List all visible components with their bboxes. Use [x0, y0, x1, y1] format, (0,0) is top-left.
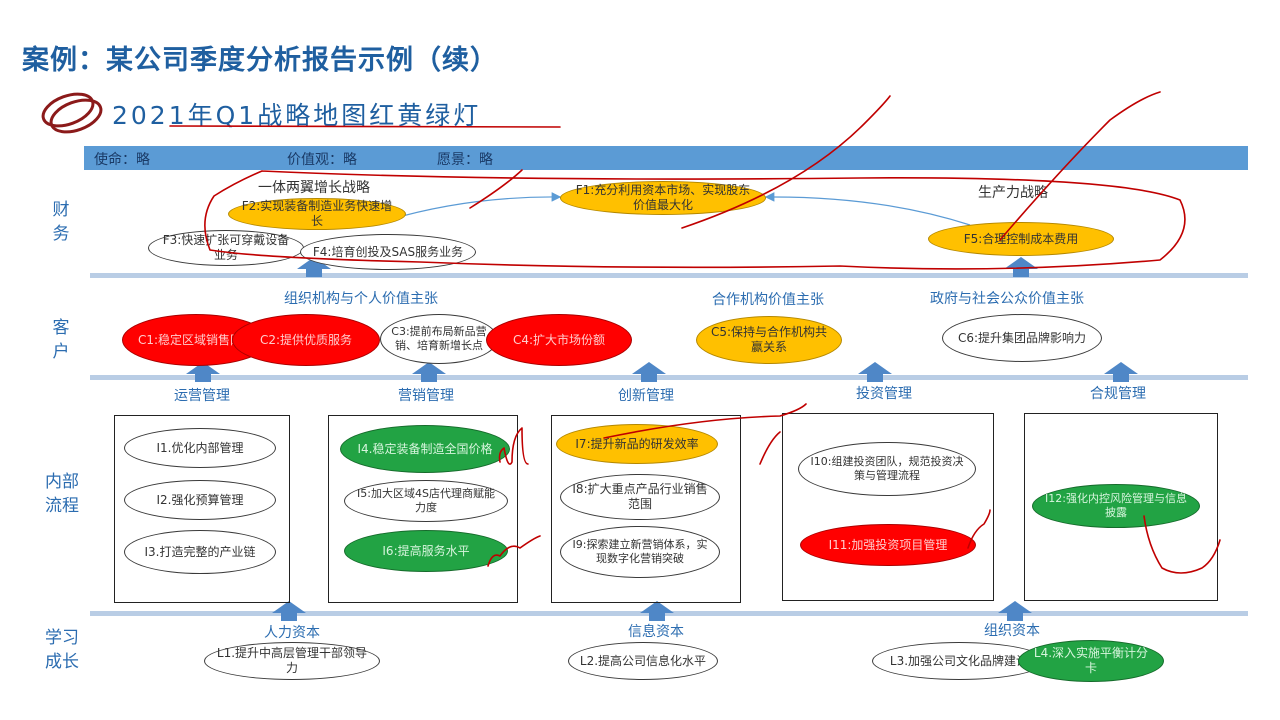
divider-customer — [90, 375, 1248, 380]
customer-heading-partner: 合作机构价值主张 — [712, 292, 824, 308]
up-arrow-icon — [272, 601, 306, 621]
up-arrow-icon — [186, 362, 220, 382]
learning-heading-org: 组织资本 — [984, 623, 1040, 639]
divider-internal — [90, 611, 1248, 616]
objective-i9[interactable]: I9:探索建立新营销体系，实现数字化营销突破 — [560, 526, 720, 578]
objective-c3[interactable]: C3:提前布局新品营销、培育新增长点 — [380, 314, 498, 364]
objective-i6[interactable]: I6:提高服务水平 — [344, 530, 508, 572]
objective-c5[interactable]: C5:保持与合作机构共赢关系 — [696, 316, 842, 364]
values-label: 价值观：略 — [287, 152, 357, 168]
objective-i2[interactable]: I2.强化预算管理 — [124, 480, 276, 520]
customer-heading-public: 政府与社会公众价值主张 — [930, 291, 1084, 307]
objective-i8[interactable]: I8:扩大重点产品行业销售范围 — [560, 474, 720, 520]
coin-logo-icon — [41, 92, 103, 134]
objective-f3[interactable]: F3:快速扩张可穿戴设备业务 — [148, 230, 304, 266]
ops-group-box — [114, 415, 290, 603]
internal-heading-compliance: 合规管理 — [1090, 386, 1146, 402]
objective-f2[interactable]: F2:实现装备制造业务快速增长 — [228, 198, 406, 230]
row-label-finance: 财 务 — [52, 200, 70, 244]
row-label-internal: 内部 流程 — [45, 472, 79, 516]
objective-i10[interactable]: I10:组建投资团队，规范投资决策与管理流程 — [798, 442, 976, 496]
divider-finance — [90, 273, 1248, 278]
internal-heading-ops: 运营管理 — [174, 388, 230, 404]
objective-c6[interactable]: C6:提升集团品牌影响力 — [942, 314, 1102, 362]
objective-i4[interactable]: I4.稳定装备制造全国价格 — [340, 425, 510, 473]
objective-i11[interactable]: I11:加强投资项目管理 — [800, 524, 976, 566]
vision-label: 愿景：略 — [437, 152, 493, 168]
up-arrow-icon — [858, 362, 892, 382]
mission-label: 使命：略 — [94, 152, 150, 168]
learning-heading-info: 信息资本 — [628, 624, 684, 640]
up-arrow-icon — [412, 362, 446, 382]
objective-l3[interactable]: L3.加强公司文化品牌建设 — [872, 642, 1046, 680]
objective-i12[interactable]: I12:强化内控风险管理与信息披露 — [1032, 484, 1200, 528]
row-label-customer: 客 户 — [52, 318, 70, 362]
row-label-learning: 学习 成长 — [45, 628, 79, 672]
investment-group-box — [782, 413, 994, 601]
objective-l1[interactable]: L1.提升中高层管理干部领导力 — [204, 642, 380, 680]
objective-f5[interactable]: F5:合理控制成本费用 — [928, 222, 1114, 256]
compliance-group-box — [1024, 413, 1218, 601]
objective-f1[interactable]: F1:充分利用资本市场、实现股东价值最大化 — [560, 181, 766, 215]
internal-heading-investment: 投资管理 — [856, 386, 912, 402]
objective-l2[interactable]: L2.提高公司信息化水平 — [568, 642, 718, 680]
internal-heading-innovation: 创新管理 — [618, 388, 674, 404]
customer-heading-org: 组织机构与个人价值主张 — [284, 291, 438, 307]
internal-heading-marketing: 营销管理 — [398, 388, 454, 404]
page-title: 案例：某公司季度分析报告示例（续） — [22, 45, 498, 76]
objective-i5[interactable]: I5:加大区域4S店代理商赋能力度 — [344, 480, 508, 522]
up-arrow-icon — [998, 601, 1032, 621]
marketing-group-box — [328, 415, 518, 603]
objective-c4[interactable]: C4:扩大市场份额 — [486, 314, 632, 366]
objective-c2[interactable]: C2:提供优质服务 — [232, 314, 380, 366]
objective-i1[interactable]: I1.优化内部管理 — [124, 428, 276, 468]
objective-i7[interactable]: I7:提升新品的研发效率 — [556, 424, 718, 464]
objective-l4[interactable]: L4.深入实施平衡计分卡 — [1018, 640, 1164, 682]
map-subtitle: 2021年Q1战略地图红黄绿灯 — [112, 101, 482, 130]
up-arrow-icon — [632, 362, 666, 382]
up-arrow-icon — [640, 601, 674, 621]
objective-i3[interactable]: I3.打造完整的产业链 — [124, 530, 276, 574]
objective-f4[interactable]: F4:培育创投及SAS服务业务 — [300, 234, 476, 270]
up-arrow-icon — [1104, 362, 1138, 382]
learning-heading-human: 人力资本 — [264, 625, 320, 641]
